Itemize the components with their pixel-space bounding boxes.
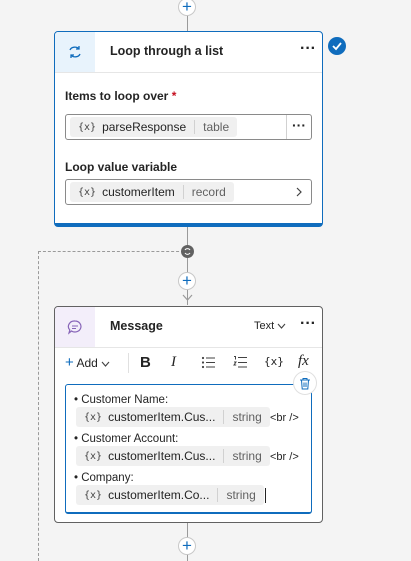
items-var-name: parseResponse [102,120,187,134]
add-dropdown[interactable]: + Add [65,354,110,371]
message-var-chip[interactable]: {x} customerItem.Cus... string [76,407,270,427]
items-label: Items to loop over * [65,89,177,103]
items-more-icon[interactable]: ··· [286,115,311,139]
add-node-button-middle[interactable]: + [178,272,196,290]
connector-line [187,0,188,32]
loop-back-line [38,251,39,561]
line-break-tag: <br /> [270,451,299,463]
loop-card-header: Loop through a list ··· [55,32,322,73]
format-label: Text [254,320,275,332]
line-label: • Company: [74,472,134,484]
message-card-title: Message [110,319,163,333]
connector-line [187,227,188,305]
insert-variable-button[interactable]: {x} [264,355,284,368]
numbered-list-icon[interactable] [233,355,247,369]
arrow-down-icon [182,294,193,301]
chevron-right-icon[interactable] [295,187,303,197]
variable-icon: {x} [78,121,97,133]
message-var-name: customerItem.Cus... [108,449,216,463]
message-card-header: Message Text ··· [55,307,322,348]
message-var-chip[interactable]: {x} customerItem.Co... string [76,485,264,505]
plus-icon: + [65,354,74,371]
loop-value-label: Loop value variable [65,160,178,174]
message-var-name: customerItem.Co... [108,488,210,502]
message-var-type: string [223,449,269,463]
add-node-button-bottom[interactable]: + [178,537,196,555]
variable-icon: {x} [84,489,103,501]
chevron-down-icon [101,361,110,367]
loop-var-chip[interactable]: {x} customerItem record [70,182,234,202]
loop-more-icon[interactable]: ··· [300,40,316,57]
bullet-list-icon[interactable] [201,356,215,369]
line-label: • Customer Name: [74,394,169,406]
loop-var-type: record [182,185,234,199]
loop-card-title: Loop through a list [110,44,224,58]
text-cursor [265,488,266,503]
message-editor[interactable]: • Customer Name: {x} customerItem.Cus...… [65,384,312,514]
italic-button[interactable]: I [171,354,176,370]
loop-value-field[interactable]: {x} customerItem record [65,179,312,205]
items-var-chip[interactable]: {x} parseResponse table [70,117,238,137]
loop-var-name: customerItem [102,185,175,199]
message-icon [55,307,95,347]
line-label: • Customer Account: [74,433,179,445]
variable-icon: {x} [84,450,103,462]
loop-back-line [38,251,184,252]
items-var-type: table [194,120,237,134]
variable-icon: {x} [78,186,97,198]
items-field[interactable]: {x} parseResponse table ··· [65,114,312,140]
loop-junction-icon [181,245,194,258]
loop-card[interactable]: Loop through a list ··· Items to loop ov… [54,31,323,227]
loop-icon [55,32,95,72]
toolbar-divider [128,353,129,373]
chevron-down-icon [277,323,286,329]
message-var-type: string [217,488,263,502]
bold-button[interactable]: B [140,354,151,371]
formula-button[interactable]: fx [298,353,309,369]
delete-icon[interactable] [293,371,317,395]
message-more-icon[interactable]: ··· [300,315,316,332]
variable-icon: {x} [84,411,103,423]
message-var-type: string [223,410,269,424]
format-dropdown[interactable]: Text [254,320,286,332]
add-label: Add [76,356,98,370]
message-card[interactable]: Message Text ··· + Add B I {x} fx • Cust… [54,306,323,523]
add-node-button-top[interactable]: + [178,0,196,16]
message-var-chip[interactable]: {x} customerItem.Cus... string [76,446,270,466]
line-break-tag: <br /> [270,412,299,424]
check-icon [328,37,346,55]
message-var-name: customerItem.Cus... [108,410,216,424]
